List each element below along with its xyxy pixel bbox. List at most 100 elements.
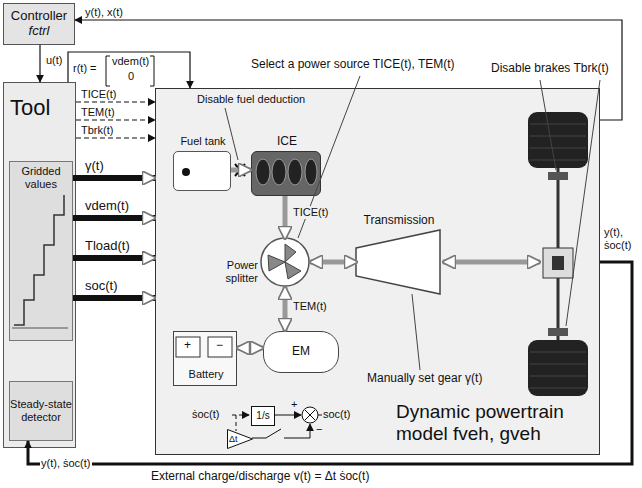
drawing-line: [530, 136, 586, 137]
signal-label: TICE(t): [80, 88, 117, 101]
node-label: Power splitter: [198, 259, 258, 284]
signal-label: vdem(t): [84, 199, 130, 214]
battery-terminal: −: [216, 339, 223, 353]
connector: [283, 287, 288, 331]
gridded-values-box: Gridded values: [9, 161, 73, 341]
drawing-line: [274, 415, 301, 416]
connector: [231, 168, 251, 173]
drawing-line: [318, 415, 322, 416]
node-label: Steady-state detector: [10, 398, 72, 423]
signal-label: TEM(t): [292, 300, 328, 313]
integrator-block: 1/s: [251, 406, 275, 426]
drawing-path: [235, 164, 245, 176]
signal-name: ṡoc(t): [192, 408, 220, 421]
signal-label: y(t), ṡoc(t): [40, 457, 92, 470]
annotation: External charge/discharge v(t) = Δt ṡoc(…: [150, 470, 370, 484]
node-label: Transmission: [347, 214, 451, 228]
connector: [73, 295, 155, 301]
vector-entry: 0: [128, 70, 134, 83]
drawing-rect: [528, 340, 588, 396]
node-label: EM: [292, 345, 310, 359]
annotation: Manually set gear γ(t): [366, 372, 483, 386]
drawing-line: [530, 376, 586, 377]
drawing-path: [356, 230, 440, 294]
node-label: Δt: [229, 434, 238, 444]
connector: [237, 346, 263, 351]
connector: [68, 52, 190, 88]
drawing-rect: [548, 172, 568, 180]
signal-label: r(t) =: [72, 62, 98, 75]
drawing-line: [12, 328, 68, 329]
drawing-line: [530, 160, 586, 161]
steady-state-detector-box: Steady-state detector: [9, 381, 73, 441]
connector: [28, 262, 632, 464]
node-sublabel: fctrl: [29, 24, 50, 39]
drawing-line: [266, 429, 281, 438]
drawing-rect: [552, 256, 564, 270]
signal-label: Tbrk(t): [80, 124, 114, 137]
battery: Battery: [173, 331, 237, 386]
annotation: Disable fuel deduction: [196, 93, 306, 106]
annotation: Disable brakes Tbrk(t): [490, 62, 610, 76]
sign-symbol: +: [291, 398, 297, 411]
drawing-line: [530, 364, 586, 365]
drawing-line: [232, 415, 249, 416]
drawing-polyline: [14, 195, 64, 325]
signal-label: soc(t): [84, 279, 119, 294]
connector: [283, 196, 288, 239]
drawing-ellipse: [256, 159, 270, 185]
battery-terminal: +: [184, 339, 191, 353]
controller-box: Controllerfctrl: [3, 3, 75, 45]
node-label: Dynamic powertrain model fveh, gveh: [396, 401, 596, 445]
node-label: ICE: [252, 135, 322, 149]
drawing-line: [412, 294, 420, 370]
node-label: Battery: [174, 368, 238, 381]
drawing-line: [530, 388, 586, 389]
drawing-g: [256, 159, 317, 185]
connector: [39, 45, 40, 82]
gain-triangle: Δt: [227, 429, 253, 449]
ice-engine: ICE: [251, 151, 321, 196]
connector: [76, 137, 155, 138]
signal-label: Tload(t): [84, 239, 131, 254]
annotation: Select a power source TICE(t), TEM(t): [250, 58, 456, 72]
drawing-line: [443, 260, 540, 265]
drawing-polygon: [228, 430, 253, 449]
drawing-circle: [182, 168, 190, 176]
drawing-line: [236, 415, 237, 431]
signal-name: soc(t): [323, 408, 351, 421]
connector: [76, 101, 155, 102]
node-label: Gridded values: [10, 162, 72, 190]
drawing-line: [540, 80, 556, 170]
node-label: 1/s: [256, 410, 269, 422]
sign-symbol: −: [316, 423, 322, 436]
drawing-line: [566, 80, 600, 326]
signal-label: γ(t): [84, 159, 105, 174]
transmission: Transmission: [357, 231, 441, 295]
drawing-g: [225, 76, 600, 370]
drawing-g: [530, 124, 586, 388]
drawing-ellipse: [272, 159, 286, 185]
electric-machine: EM: [263, 331, 339, 373]
connector: [76, 119, 155, 120]
node-label: Tool: [4, 83, 75, 120]
signal-label: TEM(t): [80, 106, 116, 119]
connector: [73, 215, 155, 221]
tool-box: ToolGridded valuesSteady-state detector: [3, 82, 76, 448]
drawing-line: [530, 352, 586, 353]
signal-name: vdem(t): [112, 55, 149, 68]
drawing-path: [106, 56, 154, 86]
signal-label: y(t), ṡoc(t): [603, 226, 639, 251]
signal-label: TICE(t): [292, 206, 329, 219]
powertrain-model-box: Dynamic powertrain model fveh, gveh Fuel …: [155, 88, 600, 455]
drawing-rect: [528, 112, 588, 168]
drawing-rect: [208, 337, 232, 357]
drawing-line: [530, 124, 586, 125]
power-splitter: Power splitter: [262, 239, 310, 287]
drawing-rect: [548, 328, 568, 336]
drawing-circle: [302, 407, 318, 423]
drawing-line: [225, 108, 238, 160]
drawing-rect: [176, 337, 200, 357]
fuel-tank: Fuel tank: [173, 151, 231, 191]
